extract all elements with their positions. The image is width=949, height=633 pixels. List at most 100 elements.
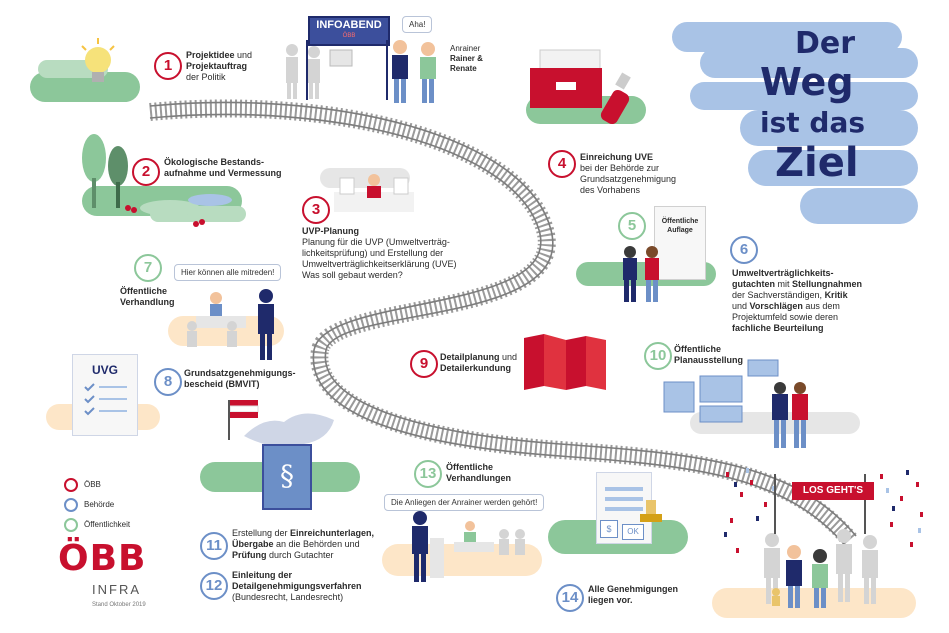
banner-pole (864, 474, 866, 534)
infoabend-banner: INFOABEND ÖBB (308, 16, 390, 46)
step-13-number: 13 (414, 460, 442, 488)
step-6-line-5: Projektumfeld sowie deren (732, 312, 839, 322)
step-4-number: 4 (548, 150, 576, 178)
step-14-text: Alle Genehmigungen liegen vor. (588, 584, 678, 606)
step-2-number: 2 (132, 158, 160, 186)
step-7-line-2: Verhandlung (120, 297, 175, 307)
law-book-icon: § (262, 444, 312, 510)
step-10-line-1: Öffentliche (674, 344, 722, 354)
step-5-number: 5 (618, 212, 646, 240)
step-14-line-2: liegen vor. (588, 595, 633, 605)
step-3-number: 3 (302, 196, 330, 224)
step-6-line-2b: mit (775, 279, 793, 289)
checklist-icon (84, 383, 127, 416)
notice-board-line-2: Auflage (667, 227, 693, 234)
residents-figures (392, 40, 436, 103)
infoabend-banner-sub: ÖBB (342, 33, 356, 39)
step-8-line-2: bescheid (BMVIT) (184, 379, 260, 389)
step-3-line-2: lichkeitsprüfung) und Erstellung der (302, 248, 444, 258)
speech-bubble-step-13: Die Anliegen der Anrainer werden gehört! (384, 494, 545, 511)
step-1-text: Projektidee und Projektauftrag der Polit… (186, 50, 252, 83)
step-9-number: 9 (410, 350, 438, 378)
step-6-line-4c: aus dem (802, 301, 840, 311)
obb-logo: ÖBB (58, 538, 147, 579)
folded-map-icon (524, 334, 606, 390)
step-11-line-1b: Einreichunterlagen, (290, 528, 375, 538)
hearing-figures (412, 511, 525, 582)
step-3-line-3: Umweltverträglichkeitserklärung (UVE) (302, 259, 457, 269)
step-11-number: 11 (200, 532, 228, 560)
step-6-text: Umweltverträglichkeits- gutachten mit St… (732, 268, 862, 334)
step-3-line-1: Planung für die UVP (Umweltverträg- (302, 237, 450, 247)
stand-date: Stand Oktober 2019 (92, 602, 146, 608)
residents-line-2: Rainer & (450, 54, 483, 63)
step-2-line-1: Ökologische Bestands- (164, 157, 265, 167)
ok-stamp-icon: OK (622, 524, 644, 540)
title-line-4: Ziel (775, 140, 859, 186)
step-9-line-2: Detailerkundung (440, 363, 512, 373)
rubber-stamp-icon (640, 500, 662, 522)
cloud-shape (672, 22, 902, 52)
step-3-line-4: Was soll gebaut werden? (302, 270, 403, 280)
banner-pole (306, 40, 308, 100)
step-6-line-1a: Umweltverträglichkeits- (732, 268, 834, 278)
step-13-line-1: Öffentliche (446, 462, 494, 472)
step-4-line-3: des Vorhabens (580, 185, 641, 195)
archive-box-and-usb-icon (530, 49, 631, 125)
confetti-celebration (724, 468, 923, 608)
step-12-line-2: Detailgenehmigungsverfahren (232, 581, 362, 591)
cloud-shape (740, 110, 918, 146)
legend-dot-oeffentlichkeit (64, 518, 78, 532)
notice-board: Öffentliche Auflage (654, 206, 706, 280)
step-10-number: 10 (644, 342, 672, 370)
legend-dot-behoerde (64, 498, 78, 512)
step-1-line-1b: und (234, 50, 253, 60)
step-2-text: Ökologische Bestands- aufnahme und Verme… (164, 157, 282, 179)
step-12-line-3: (Bundesrecht, Landesrecht) (232, 592, 344, 602)
step-13-line-2: Verhandlungen (446, 473, 512, 483)
residents-line-1: Anrainer (450, 44, 481, 53)
step-1-number: 1 (154, 52, 182, 80)
lightbulb-icon (81, 38, 115, 82)
step-1-line-2: Projektauftrag (186, 61, 248, 71)
couple-reading-figures (623, 246, 659, 302)
step-7-text: Öffentliche Verhandlung (120, 286, 175, 308)
step-11-text: Erstellung der Einreichunterlagen, Überg… (232, 528, 374, 561)
legend-label-behoerde: Behörde (84, 500, 115, 509)
title-line-2: Weg (760, 60, 854, 104)
step-3-head: UVP-Planung (302, 226, 360, 236)
residents-line-3: Renate (450, 64, 477, 73)
step-13-text: Öffentliche Verhandlungen (446, 462, 511, 484)
uvg-document: UVG (72, 354, 138, 436)
step-14-line-1: Alle Genehmigungen (588, 584, 679, 594)
step-10-line-2: Planausstellung (674, 355, 744, 365)
step-1-line-1: Projektidee (186, 50, 235, 60)
step-6-line-6: fachliche Beurteilung (732, 323, 824, 333)
step-9-line-1a: Detailplanung (440, 352, 500, 362)
step-4-text: Einreichung UVE bei der Behörde zur Grun… (580, 152, 676, 196)
cloud-shape (700, 48, 918, 78)
step-8-line-1: Grundsatzgenehmigungs- (184, 368, 296, 378)
planner-at-desk (334, 174, 414, 212)
step-4-line-1: bei der Behörde zur (580, 163, 660, 173)
step-11-line-2a: Übergabe (232, 539, 274, 549)
document-line (605, 487, 643, 491)
step-6-line-4b: Vorschlägen (749, 301, 803, 311)
legend-label-oeffentlichkeit: Öffentlichkeit (84, 520, 131, 529)
legend-dot-obb (64, 478, 78, 492)
step-4-line-2: Grundsatzgenehmigung (580, 174, 677, 184)
step-6-line-2c: Stellungnahmen (792, 279, 863, 289)
cloud-shape (748, 150, 918, 186)
step-9-text: Detailplanung und Detailerkundung (440, 352, 517, 374)
plan-exhibition-panels (663, 359, 808, 448)
step-10-text: Öffentliche Planausstellung (674, 344, 743, 366)
austria-map-and-flag (228, 400, 334, 447)
trees-and-lake (82, 134, 232, 227)
document-line (605, 497, 643, 501)
legend-label-obb: ÖBB (84, 480, 101, 489)
cloud-shape (800, 188, 918, 224)
obb-infra-label: INFRA (92, 582, 141, 597)
title-line-3: ist das (760, 106, 865, 139)
